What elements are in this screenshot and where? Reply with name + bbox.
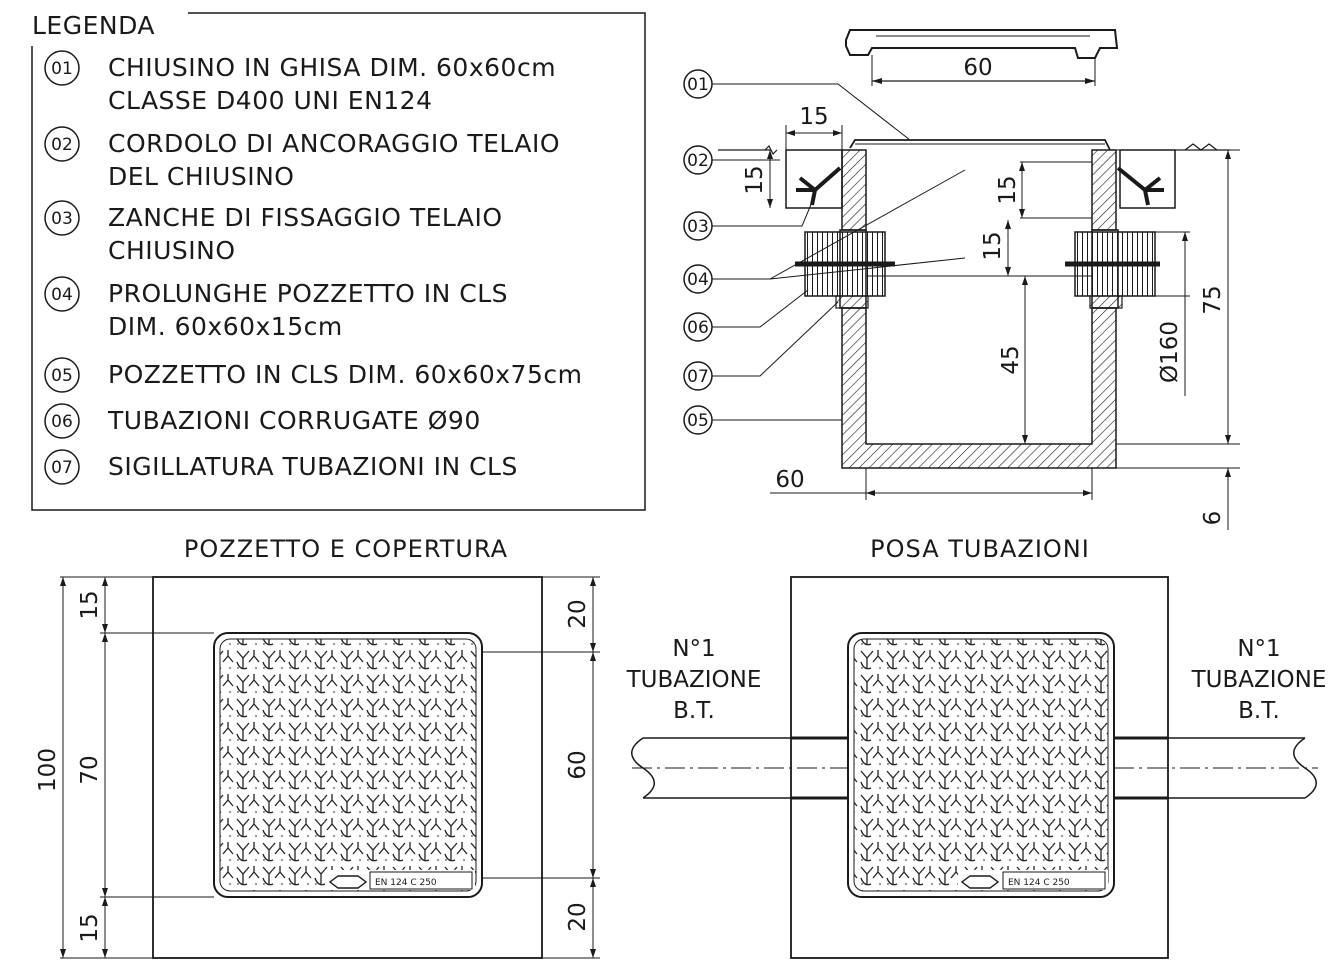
legend-number-circle xyxy=(44,403,80,439)
dim-overall: 100 xyxy=(35,748,61,792)
dim-inner-depth: 45 xyxy=(998,345,1024,374)
legend-text: ZANCHE DI FISSAGGIO TELAIO xyxy=(108,203,503,232)
legend: LEGENDA 01 CHIUSINO IN GHISA DIM. 60x60cm… xyxy=(31,11,646,511)
right-label-line: B.T. xyxy=(1238,698,1280,724)
plate-text-1: EN 124 C 250 xyxy=(375,878,437,888)
legend-number-circle xyxy=(44,449,80,485)
dim-total-height: 75 xyxy=(1200,285,1226,314)
legend-item-02: 02 CORDOLO DI ANCORAGGIO TELAIO DEL CHIUSI… xyxy=(44,126,560,191)
legend-text: CLASSE D400 UNI EN124 xyxy=(108,86,433,115)
callout-05: 05 xyxy=(687,411,709,431)
legend-number: 03 xyxy=(51,209,73,229)
dim-bottom-width: 60 xyxy=(775,467,804,493)
dim-base-thickness: 6 xyxy=(1200,511,1226,526)
legend-item-06: 06 TUBAZIONI CORRUGATE Ø90 xyxy=(44,403,481,439)
dim-curb-width: 15 xyxy=(799,104,828,130)
dim-top-margin: 15 xyxy=(77,590,103,619)
plan-cover: POZZETTO E COPERTURA EN 124 C 250 100 15… xyxy=(35,535,600,959)
legend-text: DIM. 60x60x15cm xyxy=(108,312,343,341)
section-callouts: 01 02 03 04 06 07 05 xyxy=(683,69,713,435)
dim-right-top: 20 xyxy=(565,599,591,628)
callout-06: 06 xyxy=(687,318,709,338)
callout-03: 03 xyxy=(687,217,709,237)
left-label-line: N°1 xyxy=(672,636,715,662)
pit-body xyxy=(841,307,1117,469)
dim-inner: 70 xyxy=(77,755,103,784)
legend-text: DEL CHIUSINO xyxy=(108,162,294,191)
right-label-line: N°1 xyxy=(1237,636,1280,662)
legend-number: 04 xyxy=(51,285,73,305)
dim-extension: 15 xyxy=(980,231,1006,260)
pipes-grate-frame xyxy=(847,632,1115,898)
legend-number: 05 xyxy=(51,366,73,386)
right-pipe-plan xyxy=(1114,736,1318,800)
legend-number: 01 xyxy=(51,59,73,79)
legend-item-03: 03 ZANCHE DI FISSAGGIO TELAIO CHIUSINO xyxy=(44,200,503,265)
section-cover: 60 xyxy=(845,29,1119,86)
callout-07: 07 xyxy=(687,367,709,387)
left-label-line: TUBAZIONE xyxy=(626,667,762,693)
legend-frame xyxy=(31,12,646,511)
legend-text: CORDOLO DI ANCORAGGIO TELAIO xyxy=(108,129,560,158)
plan-pipes: POSA TUBAZIONI EN 124 C 250 xyxy=(626,535,1327,959)
plate-text-2: EN 124 C 250 xyxy=(1008,878,1070,888)
legend-text: POZZETTO IN CLS DIM. 60x60x75cm xyxy=(108,360,582,389)
legend-number: 02 xyxy=(51,135,73,155)
left-label-line: B.T. xyxy=(673,698,715,724)
legend-item-05: 05 POZZETTO IN CLS DIM. 60x60x75cm xyxy=(44,357,582,393)
legend-text: TUBAZIONI CORRUGATE Ø90 xyxy=(107,406,481,435)
dim-curb-height: 15 xyxy=(742,165,768,194)
legend-number: 07 xyxy=(51,458,73,478)
legend-number: 06 xyxy=(51,412,73,432)
dim-bottom-margin: 15 xyxy=(77,913,103,942)
plan-pipes-title: POSA TUBAZIONI xyxy=(870,535,1090,563)
left-pipe-plan xyxy=(631,736,848,800)
dim-pipe-diameter: Ø160 xyxy=(1157,321,1183,383)
legend-title: LEGENDA xyxy=(32,11,155,40)
right-label-line: TUBAZIONE xyxy=(1191,667,1327,693)
legend-text: CHIUSINO xyxy=(108,236,236,265)
legend-text: CHIUSINO IN GHISA DIM. 60x60cm xyxy=(108,53,556,82)
legend-number-circle xyxy=(44,50,80,86)
legend-number-circle xyxy=(44,357,80,393)
legend-number-circle xyxy=(44,276,80,312)
dim-top-cover-width: 60 xyxy=(963,55,992,81)
dim-inner-top: 15 xyxy=(995,175,1021,204)
callout-02: 02 xyxy=(687,151,709,171)
legend-text: PROLUNGHE POZZETTO IN CLS xyxy=(108,279,508,308)
plan-cover-title: POZZETTO E COPERTURA xyxy=(184,535,508,563)
dim-right-inner: 60 xyxy=(565,750,591,779)
legend-number-circle xyxy=(44,200,80,236)
cover-grate-frame xyxy=(213,632,483,898)
dim-right-bottom: 20 xyxy=(565,902,591,931)
legend-item-04: 04 PROLUNGHE POZZETTO IN CLS DIM. 60x60x15… xyxy=(44,276,508,341)
legend-item-07: 07 SIGILLATURA TUBAZIONI IN CLS xyxy=(44,449,518,485)
callout-01: 01 xyxy=(687,75,709,95)
callout-04: 04 xyxy=(687,270,709,290)
right-anchor xyxy=(1116,166,1164,206)
left-anchor xyxy=(796,166,842,206)
legend-number-circle xyxy=(44,126,80,162)
legend-text: SIGILLATURA TUBAZIONI IN CLS xyxy=(108,452,518,481)
section-view: 60 01 02 03 04 06 07 05 xyxy=(683,29,1240,530)
